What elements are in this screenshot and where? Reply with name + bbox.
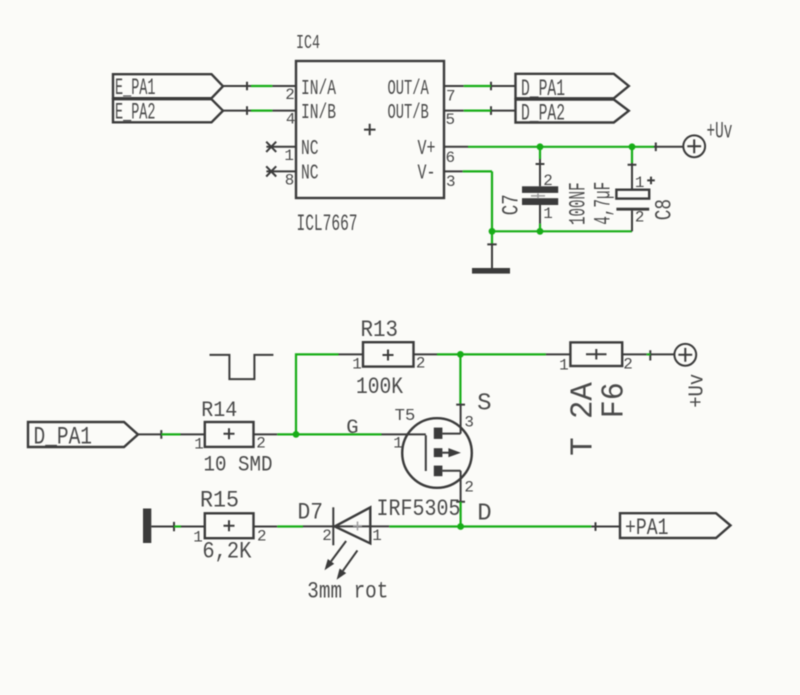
svg-text:D_PA1: D_PA1	[521, 76, 565, 102]
svg-text:2: 2	[635, 208, 645, 226]
svg-text:100NF: 100NF	[566, 182, 592, 225]
svg-text:V+: V+	[418, 137, 436, 161]
svg-text:R14: R14	[201, 397, 237, 423]
svg-text:1: 1	[193, 528, 203, 546]
svg-text:1: 1	[393, 435, 403, 453]
svg-text:E_PA1: E_PA1	[115, 75, 156, 101]
svg-text:1: 1	[635, 174, 645, 192]
svg-text:8: 8	[285, 172, 295, 190]
svg-text:2: 2	[416, 355, 426, 373]
svg-text:OUT/A: OUT/A	[388, 77, 429, 101]
svg-text:3: 3	[446, 173, 456, 191]
svg-text:NC: NC	[301, 162, 319, 186]
svg-text:E_PA2: E_PA2	[115, 100, 156, 126]
svg-text:6,2K: 6,2K	[202, 539, 251, 565]
svg-text:100K: 100K	[356, 374, 403, 400]
svg-text:+Uv: +Uv	[685, 374, 709, 408]
svg-text:G: G	[346, 417, 358, 440]
svg-text:1: 1	[543, 205, 553, 223]
svg-text:D7: D7	[298, 499, 324, 525]
svg-text:2: 2	[256, 434, 266, 452]
svg-text:IN/B: IN/B	[301, 101, 336, 125]
svg-text:C7: C7	[498, 194, 525, 215]
svg-text:OUT/B: OUT/B	[388, 101, 429, 125]
svg-text:3: 3	[464, 413, 474, 431]
svg-text:7: 7	[446, 88, 456, 106]
svg-text:2: 2	[623, 355, 633, 373]
svg-text:S: S	[477, 391, 491, 418]
svg-text:V-: V-	[418, 162, 436, 186]
svg-text:R13: R13	[361, 317, 399, 343]
svg-text:2: 2	[257, 527, 267, 545]
svg-text:+PA1: +PA1	[625, 515, 669, 541]
svg-text:2: 2	[322, 527, 332, 545]
svg-text:C8: C8	[651, 199, 678, 220]
svg-text:IRF5305: IRF5305	[377, 496, 461, 522]
svg-text:D_PA2: D_PA2	[521, 100, 565, 126]
svg-text:T 2A: T 2A	[567, 382, 602, 456]
svg-text:F6: F6	[598, 382, 633, 418]
svg-text:5: 5	[446, 111, 456, 129]
svg-text:NC: NC	[301, 137, 319, 161]
svg-text:3mm rot: 3mm rot	[307, 578, 388, 604]
svg-text:IN/A: IN/A	[301, 77, 336, 101]
svg-text:1: 1	[352, 355, 362, 373]
svg-text:2: 2	[285, 86, 295, 104]
svg-text:+Uv: +Uv	[707, 118, 733, 144]
svg-text:1: 1	[284, 147, 294, 165]
svg-text:10 SMD: 10 SMD	[204, 453, 273, 478]
svg-text:T5: T5	[395, 407, 416, 426]
svg-text:2: 2	[543, 172, 553, 190]
svg-text:D_PA1: D_PA1	[34, 422, 93, 451]
svg-text:4: 4	[286, 110, 296, 128]
svg-text:6: 6	[446, 149, 456, 167]
svg-text:1: 1	[194, 435, 204, 453]
svg-text:ICL7667: ICL7667	[297, 211, 358, 237]
svg-text:1: 1	[372, 527, 382, 545]
svg-text:D: D	[477, 501, 491, 528]
svg-text:4,7µF: 4,7µF	[591, 182, 617, 225]
svg-text:R15: R15	[200, 488, 239, 514]
svg-text:IC4: IC4	[296, 32, 320, 54]
svg-text:1: 1	[559, 356, 569, 374]
svg-text:2: 2	[464, 478, 474, 496]
